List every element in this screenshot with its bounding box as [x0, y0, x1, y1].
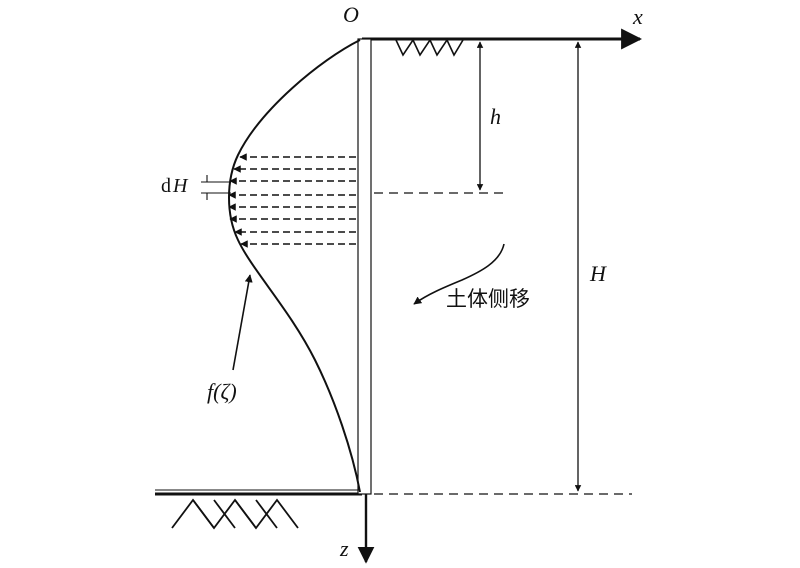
soil-movement-label: 土体侧移: [446, 287, 530, 311]
z-axis-label: z: [339, 536, 349, 561]
top-soil-hatch: [395, 38, 464, 57]
bottom-soil-line: [155, 489, 362, 496]
pile: [357, 38, 372, 495]
bottom-soil-hatch: [171, 498, 299, 530]
origin-label: O: [343, 2, 359, 27]
x-axis-label: x: [632, 4, 643, 29]
h-label: h: [490, 104, 501, 129]
soil-movement-arrow: [413, 243, 505, 305]
f-zeta-pointer: [232, 274, 253, 371]
f-zeta-label: f(ζ): [207, 379, 237, 404]
dH-label-d: d: [161, 175, 171, 197]
H-label: H: [589, 261, 607, 286]
soil-displacement-curve: [228, 39, 361, 493]
lateral-load-arrows: [228, 153, 356, 248]
dashed-level-lines: [374, 192, 632, 495]
dH-label-H: H: [172, 175, 189, 197]
dH-marker: [201, 175, 231, 200]
